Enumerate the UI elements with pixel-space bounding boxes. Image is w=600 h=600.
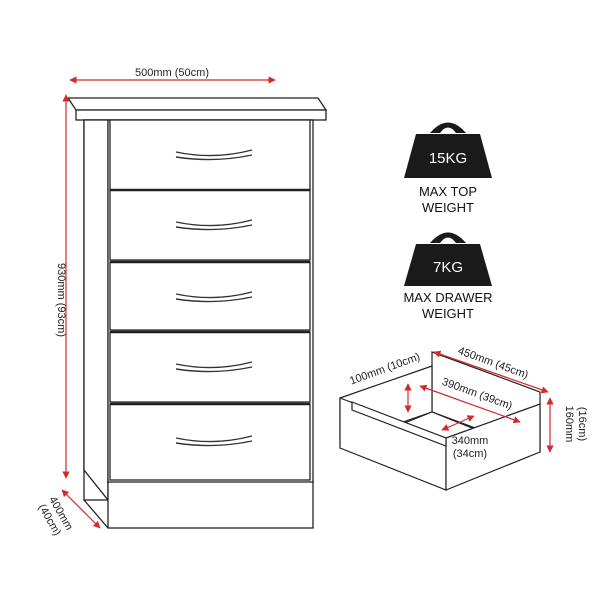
weight-shape-top	[404, 122, 492, 178]
weight-icon-drawer: 7KG	[404, 232, 492, 286]
drawer-inner-depth-line2: (34cm)	[453, 448, 487, 460]
drawer-front-3	[109, 261, 311, 331]
drawer-fronts	[109, 119, 311, 481]
depth-label: 400mm (40cm)	[36, 495, 75, 538]
drawer-handle-1	[175, 149, 253, 161]
height-label: 930mm (93cm)	[55, 263, 67, 337]
drawer-handles	[175, 149, 253, 447]
drawer-inner-width-arrow	[419, 384, 521, 424]
drawer-dimension-arrows	[404, 350, 554, 453]
weight-shape-drawer	[404, 232, 492, 286]
drawer-handle-3	[175, 291, 253, 303]
depth-arrow	[61, 489, 101, 529]
chest-plinth	[107, 479, 314, 529]
drawer-outer-width-arrow	[433, 350, 549, 394]
drawer-inner-depth-label: 340mm (34cm)	[452, 435, 489, 460]
drawer-outer-height-line2: (16cm)	[576, 407, 588, 441]
chest-side-back	[83, 119, 109, 502]
weight-value-drawer: 7KG	[433, 259, 463, 276]
drawer-handle-4	[175, 361, 253, 373]
weight-icon-top: 15KG	[404, 122, 492, 178]
weight-value-top: 15KG	[429, 150, 467, 167]
drawer-inner-depth-arrow	[441, 415, 475, 431]
width-label: 500mm (50cm)	[135, 67, 209, 79]
chest-top-front	[75, 109, 327, 121]
drawer-handle-2	[175, 219, 253, 231]
weight-caption-top-1: MAX TOP	[419, 184, 477, 199]
chest-top	[66, 97, 328, 111]
drawer-outer-height-label: 160mm (16cm)	[563, 406, 588, 443]
weight-caption-drawer-1: MAX DRAWER	[403, 290, 492, 305]
weight-caption-drawer-2: WEIGHT	[422, 306, 474, 321]
drawer-handle-5	[175, 435, 253, 447]
drawer-outer-height-line1: 160mm	[563, 406, 575, 443]
drawer-inner-depth-line1: 340mm	[452, 435, 489, 447]
drawer-inner-lip	[351, 401, 447, 447]
weight-caption-top-2: WEIGHT	[422, 200, 474, 215]
chest-dimension-arrows	[61, 76, 276, 529]
